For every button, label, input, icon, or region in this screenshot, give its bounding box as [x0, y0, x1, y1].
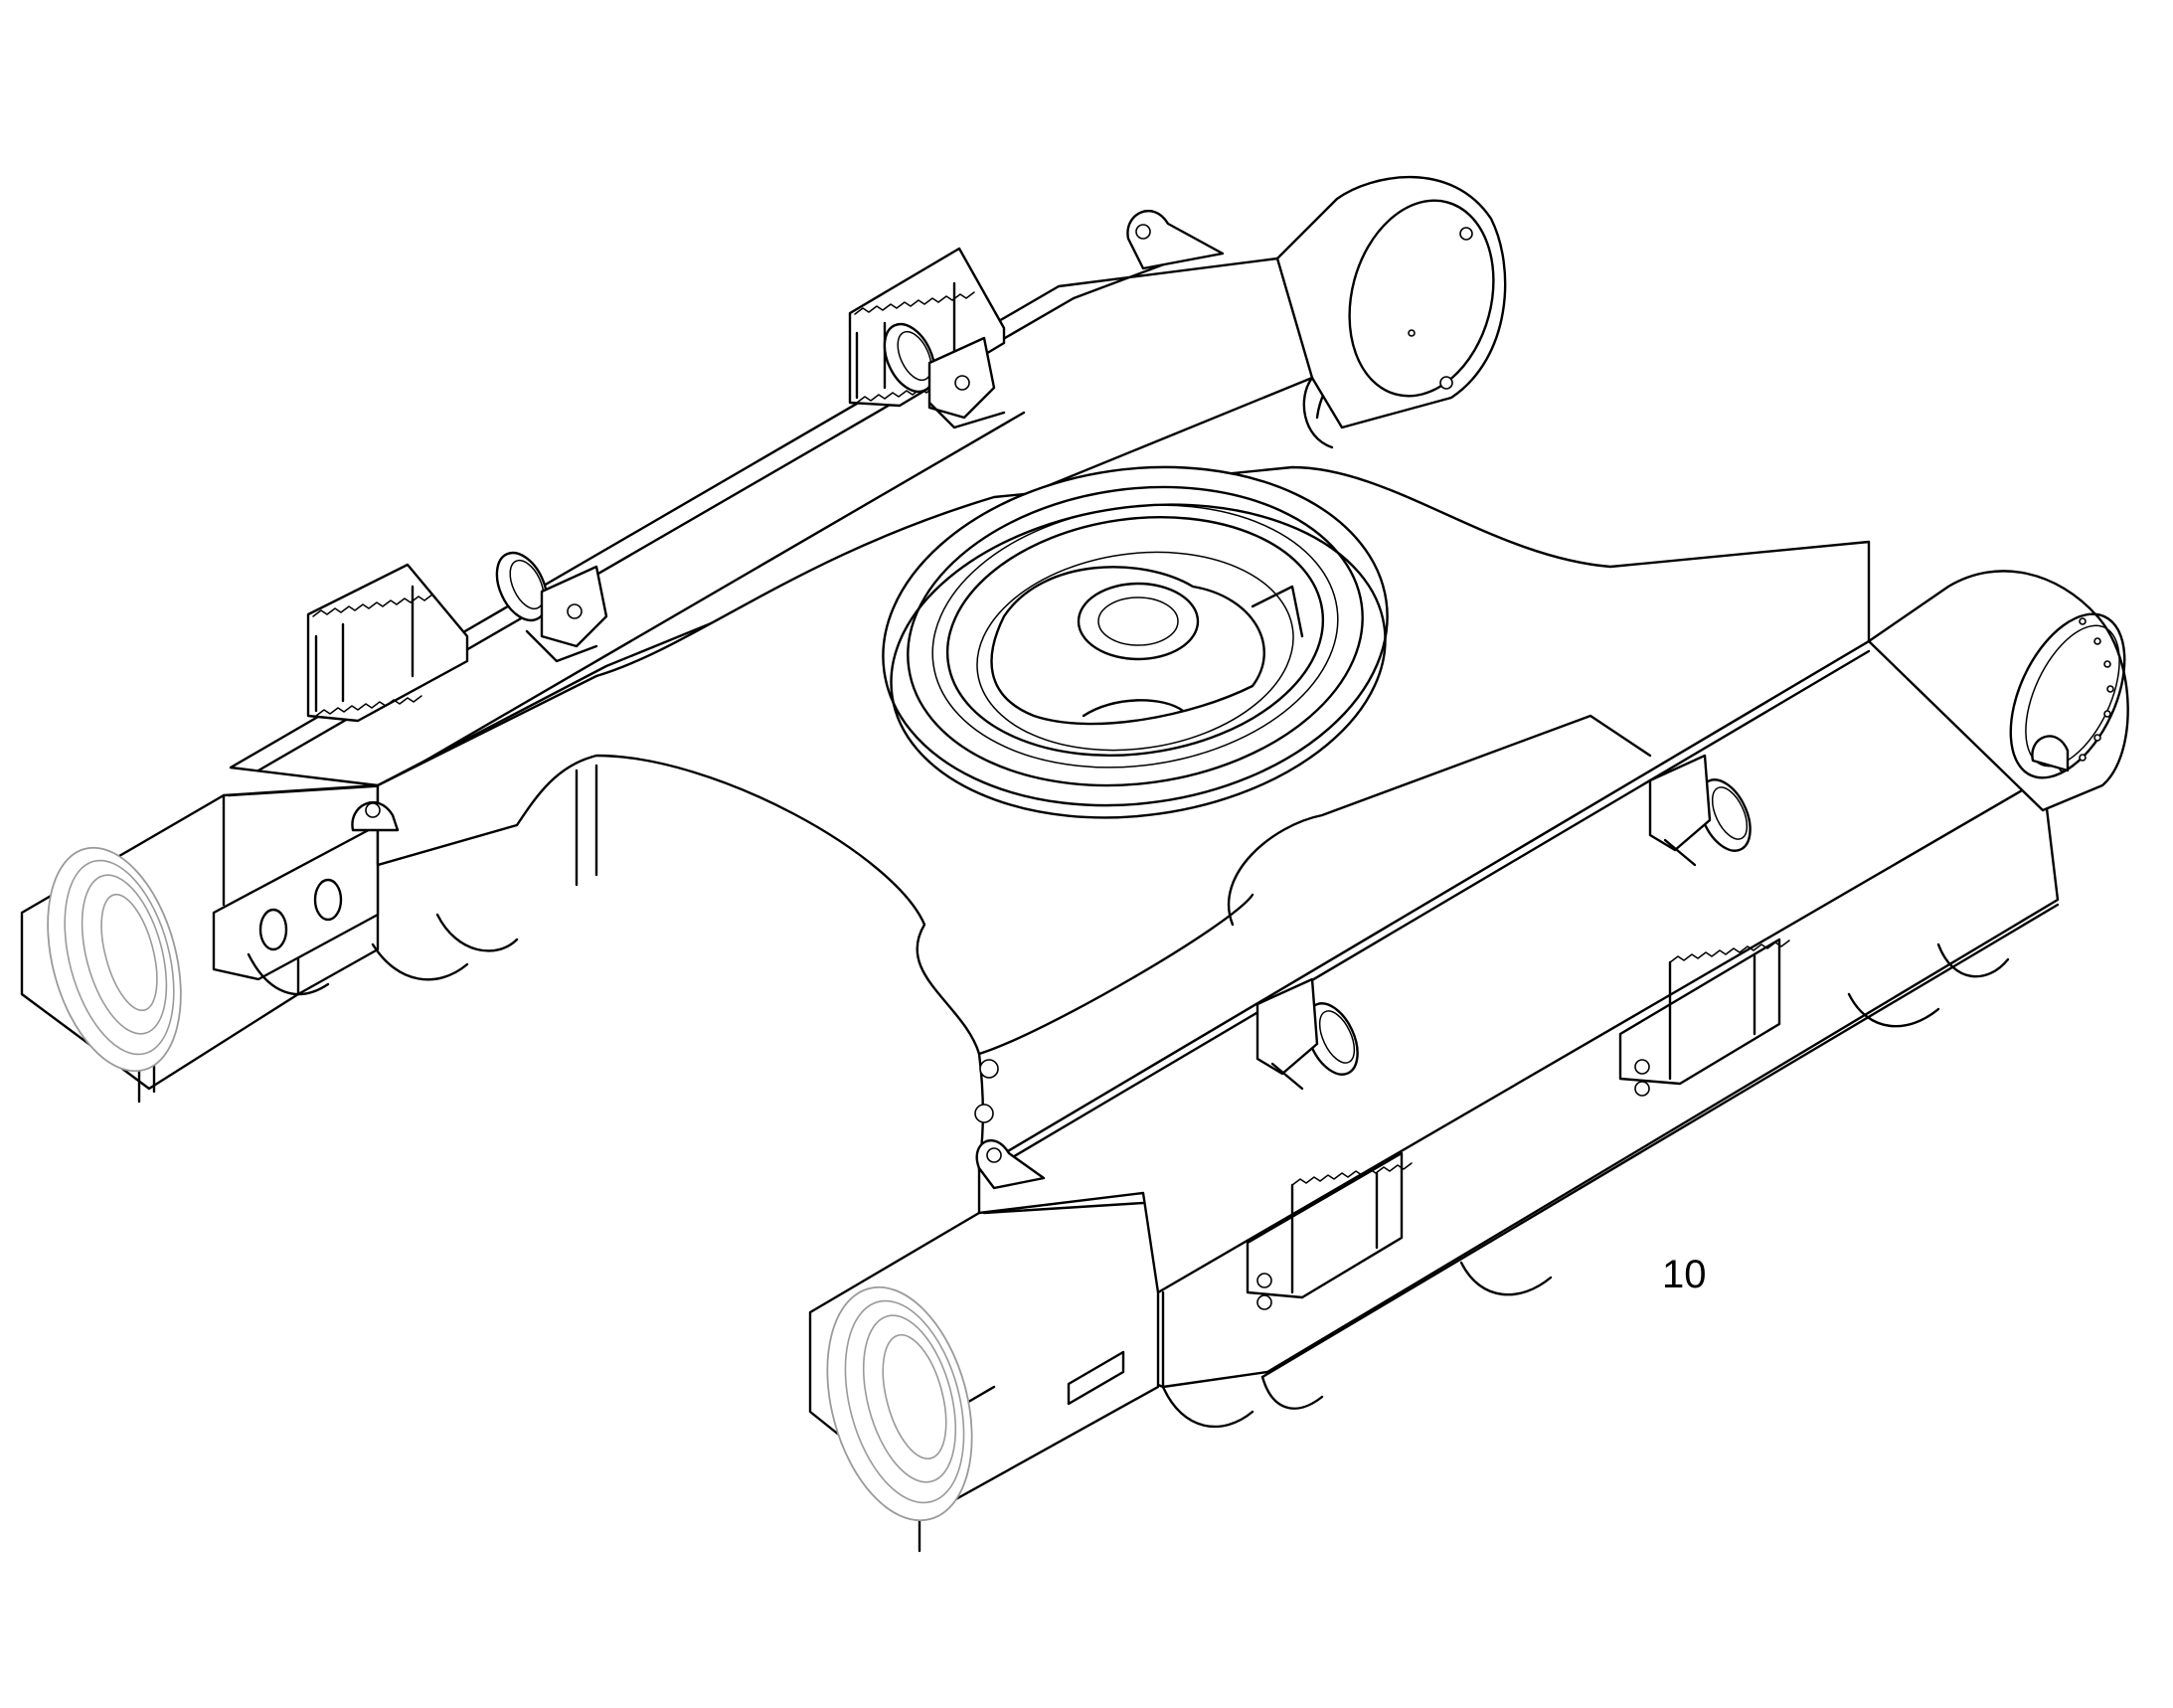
part-callout-number: 10 — [1662, 1253, 1707, 1296]
left-track-frame — [20, 252, 1344, 1104]
carrier-roller-left-1 — [495, 551, 608, 663]
track-guard-pads-right — [1246, 938, 1790, 1310]
drive-motor-housing — [1275, 175, 1507, 449]
carrier-roller-left-2 — [883, 322, 1006, 429]
swing-bearing-ring — [882, 465, 1389, 819]
right-track-frame — [808, 570, 2129, 1553]
lifting-lug-left — [351, 210, 1225, 832]
lifting-lug-right — [975, 735, 2070, 1190]
carrier-roller-right-1 — [1255, 977, 1359, 1091]
carrier-roller-right-2 — [1648, 754, 1752, 867]
